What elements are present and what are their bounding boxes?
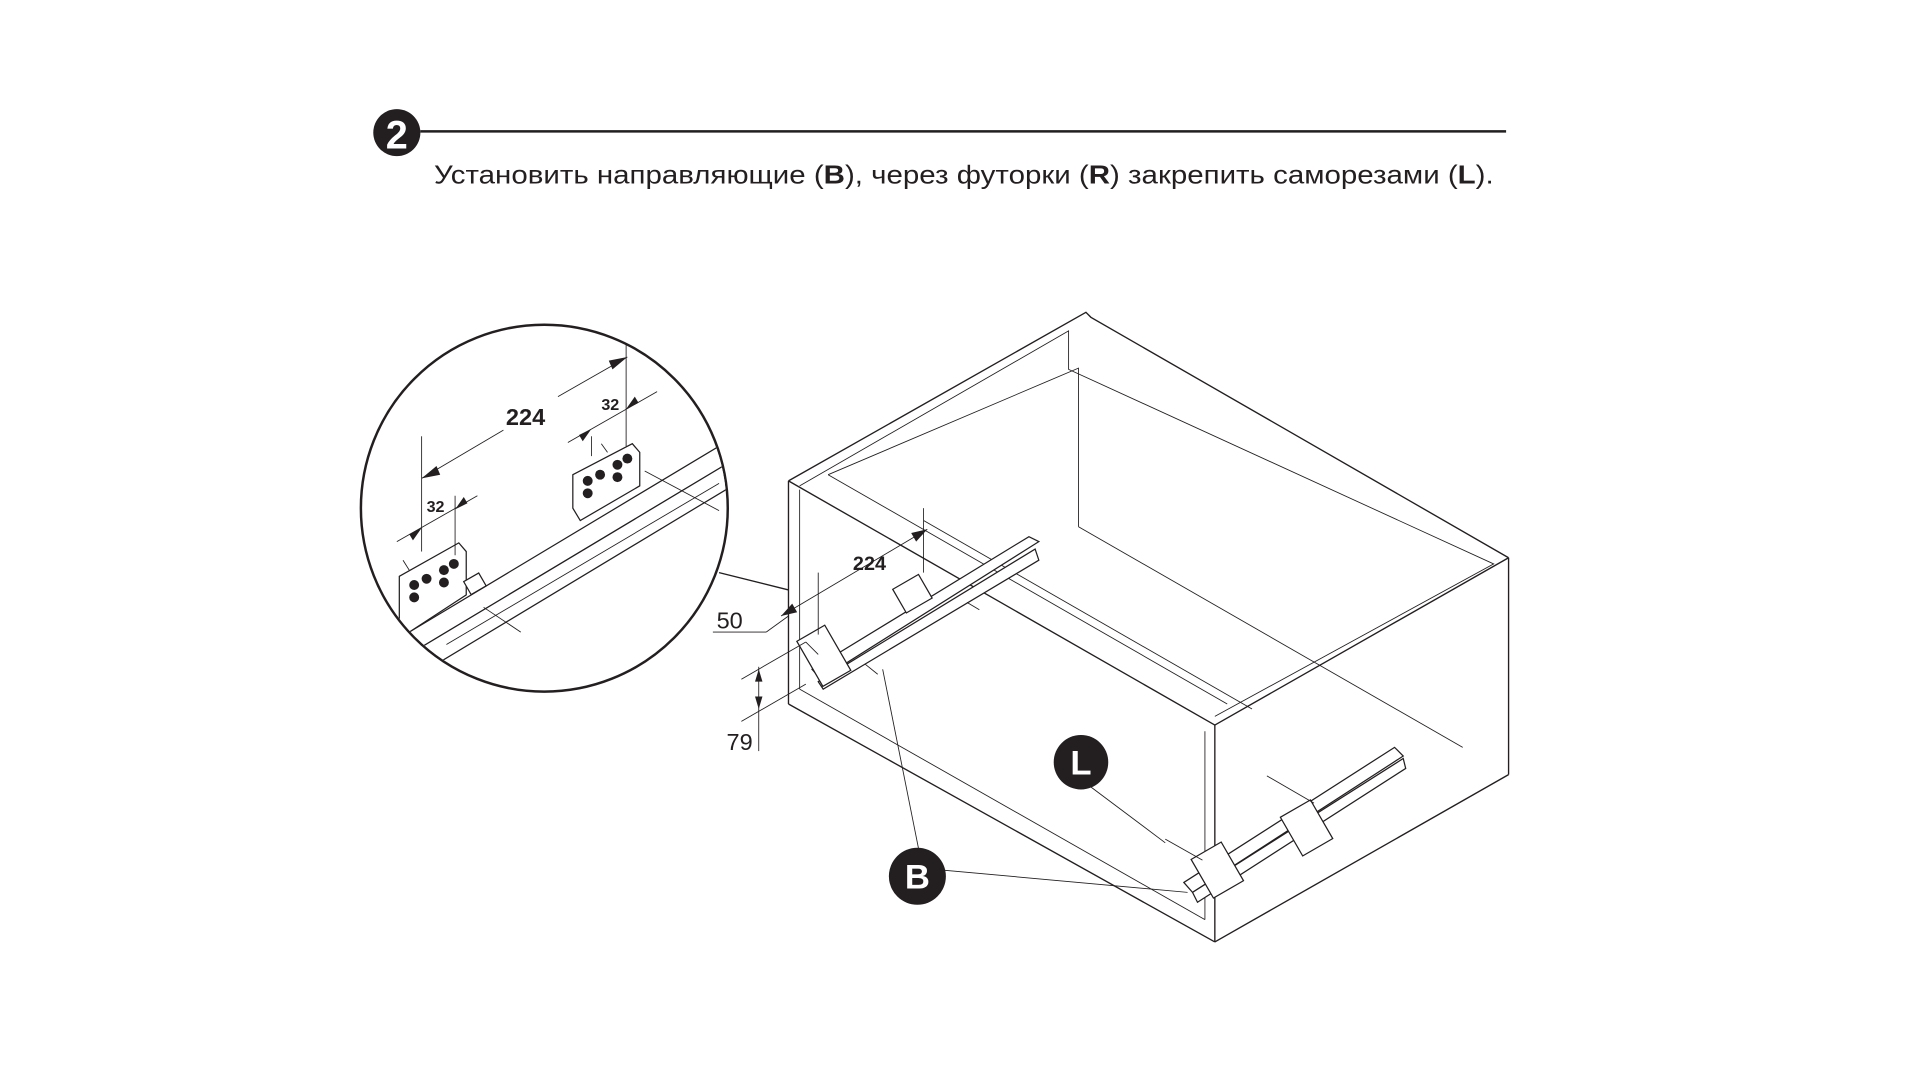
main-dimensions: 224 50 79 <box>712 508 928 755</box>
step-header: 2 Установить направляющие (B), через фут… <box>373 109 1507 189</box>
main-dim-height: 79 <box>727 729 753 755</box>
svg-text:B: B <box>905 859 930 897</box>
svg-text:L: L <box>1070 745 1091 783</box>
step-number: 2 <box>386 114 408 158</box>
callout-runners: B <box>882 669 1188 905</box>
callout-screws: L <box>1053 734 1166 844</box>
detail-dim-spacing: 224 <box>506 404 545 430</box>
detail-magnifier: 224 32 32 <box>359 323 789 693</box>
step-instruction: Установить направляющие (B), через футор… <box>434 159 1494 189</box>
detail-dim-hole-front: 32 <box>427 498 445 516</box>
main-dim-spacing: 224 <box>853 553 886 575</box>
runner-left <box>795 535 1041 690</box>
detail-dim-hole-rear: 32 <box>601 396 619 414</box>
main-dim-setback: 50 <box>717 607 743 633</box>
runner-right <box>1165 746 1407 904</box>
step-number-badge <box>373 109 421 157</box>
